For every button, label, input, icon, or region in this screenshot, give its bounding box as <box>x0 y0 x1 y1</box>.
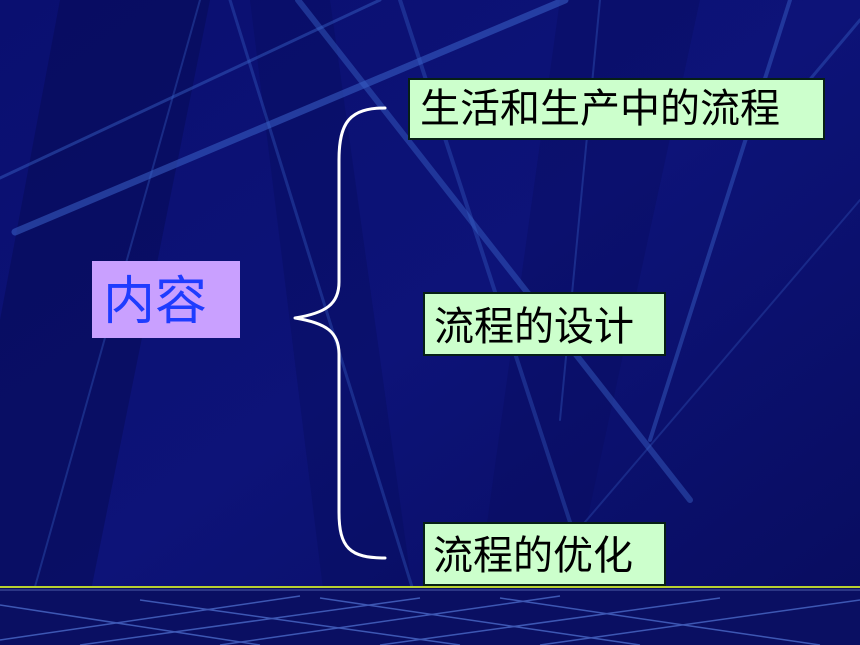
subtopic-box-2: 流程的设计 <box>423 292 666 356</box>
subtopic-label: 流程的优化 <box>433 533 633 579</box>
subtopic-label: 流程的设计 <box>434 304 634 350</box>
subtopic-box-3: 流程的优化 <box>423 522 666 586</box>
main-topic-label: 内容 <box>103 272 208 332</box>
subtopic-label: 生活和生产中的流程 <box>420 86 780 132</box>
subtopic-box-1: 生活和生产中的流程 <box>408 78 825 140</box>
main-topic-box: 内容 <box>92 261 240 338</box>
